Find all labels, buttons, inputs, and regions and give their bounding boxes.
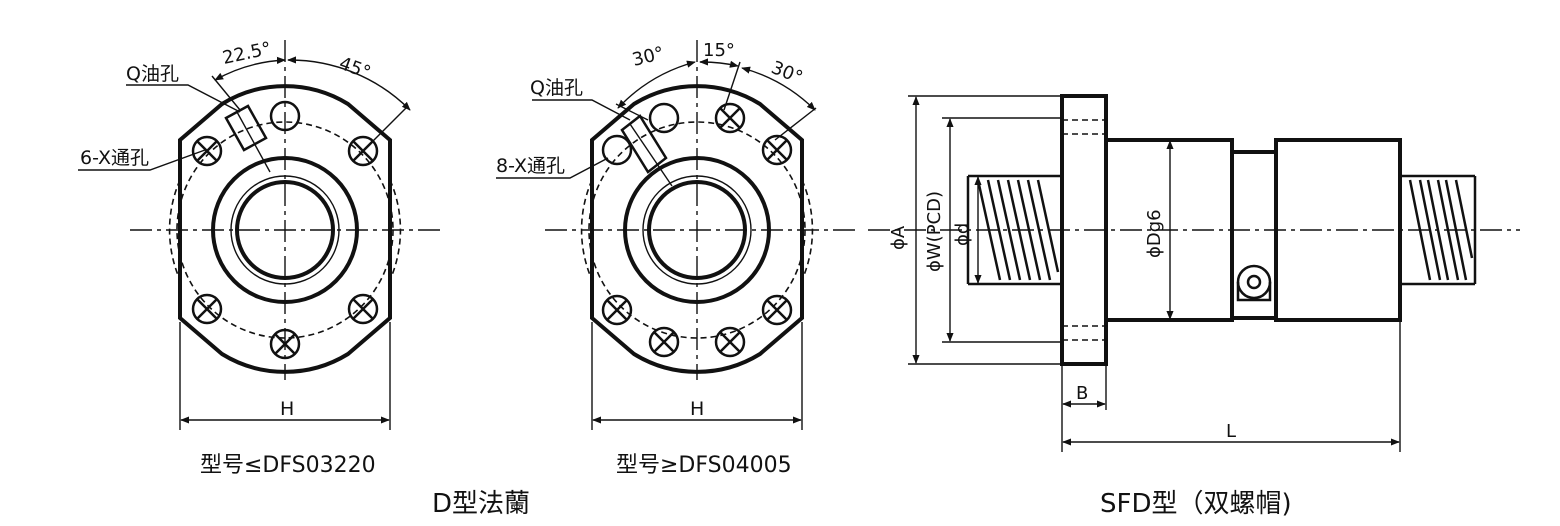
watermark (1160, 130, 1500, 526)
oil-hole-label: Q油孔 (126, 63, 179, 85)
flange-outline (178, 84, 392, 374)
left-caption: 型号≤DFS03220 (200, 453, 376, 478)
screw-thread-left (966, 174, 1062, 286)
dim-D-label: ϕDg6 (1144, 209, 1165, 258)
dim-L-label: L (1226, 421, 1236, 442)
through-hole-label: 6-X通孔 (80, 147, 149, 169)
screw-thread-right (1400, 174, 1477, 286)
grease-nipple-icon (1236, 264, 1272, 302)
oil-hole-leader (126, 84, 241, 113)
nut-inner-ring (230, 175, 340, 285)
hidden-arc-left (580, 179, 593, 281)
dim-B-label: B (1076, 383, 1088, 404)
nut-bore-circle (235, 180, 335, 280)
width-label: H (280, 398, 294, 420)
nut-inner-ring (642, 175, 752, 285)
angle-30-right-label: 30° (768, 57, 805, 88)
angle-arc (214, 56, 286, 81)
oil-hole-leader (532, 99, 631, 121)
middle-caption: 型号≥DFS04005 (616, 453, 792, 478)
side-view-double-nut: ϕA ϕW(PCD) ϕd ϕDg6 B L SFD型（双螺帽) (868, 94, 1520, 519)
angle-22-5-label: 22.5° (221, 38, 273, 69)
pcd-circle (588, 121, 806, 339)
angle-15-label: 15° (703, 40, 735, 61)
nut-body-circle (623, 156, 771, 304)
hidden-arc-left (168, 179, 181, 281)
nut-body-circle (211, 156, 359, 304)
oil-hole-channel (620, 114, 668, 174)
through-hole-leader (496, 157, 609, 179)
through-hole-label: 8-X通孔 (496, 155, 565, 177)
dim-A-label: ϕA (888, 225, 909, 250)
hidden-arc-right (801, 179, 814, 281)
nut-bore-circle (647, 180, 747, 280)
through-hole-leader (78, 149, 206, 171)
pcd-circle (176, 121, 394, 339)
front-view-6-hole: 22.5° 45° Q油孔 6-X通孔 H 型号≤DFS03220 (78, 38, 440, 478)
nut-body-2 (1274, 138, 1402, 322)
angle-45-label: 45° (336, 53, 373, 84)
side-caption: SFD型（双螺帽) (1100, 489, 1292, 519)
oil-hole-channel (224, 104, 268, 152)
flange-type-caption: D型法蘭 (432, 489, 530, 519)
dim-W-label: ϕW(PCD) (924, 191, 945, 272)
bolt-holes-6 (191, 100, 379, 360)
width-label: H (690, 398, 704, 420)
hidden-arc-right (389, 179, 402, 281)
oil-hole-label: Q油孔 (530, 77, 583, 99)
front-view-8-hole: 30° 15° 30° Q油孔 8-X通孔 H 型号≥DFS04005 (496, 40, 855, 478)
dim-d-label: ϕd (952, 223, 973, 246)
angle-30-left-label: 30° (630, 43, 666, 71)
